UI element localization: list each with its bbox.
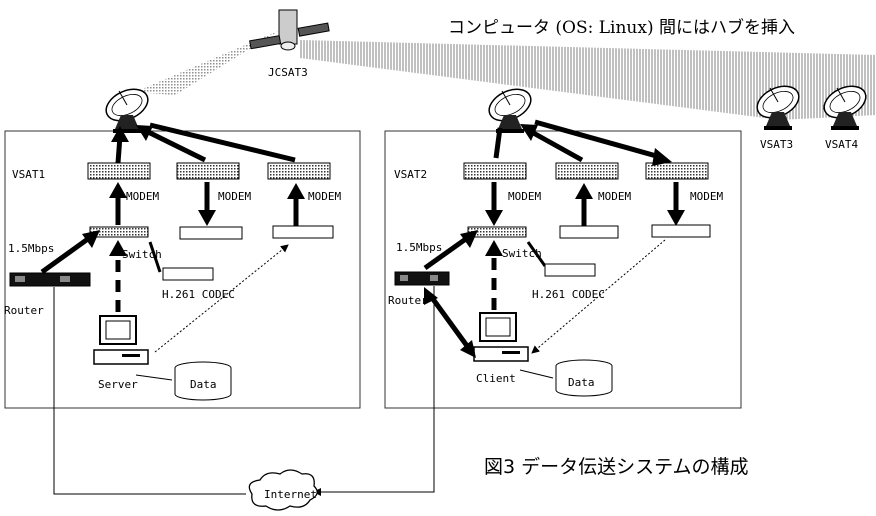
arrowhead xyxy=(575,183,593,199)
router-label: Router xyxy=(388,294,428,307)
rate-label: 1.5Mbps xyxy=(396,241,442,254)
satellite-label: JCSAT3 xyxy=(268,66,308,79)
computer-label: Server xyxy=(98,378,138,391)
link-server-data xyxy=(136,375,172,380)
arrowhead xyxy=(485,240,503,256)
codec-icon xyxy=(545,264,595,276)
link-router-client xyxy=(430,295,470,350)
arrowhead xyxy=(109,182,127,198)
rate-label: 1.5Mbps xyxy=(8,242,54,255)
remote-station-label: VSAT3 xyxy=(760,138,793,151)
link-client-data xyxy=(520,370,553,378)
header-note: コンピュータ (OS: Linux) 間にはハブを挿入 xyxy=(448,17,795,38)
link-dish-modem xyxy=(535,122,660,157)
arrowhead xyxy=(667,210,685,226)
receiver-icon xyxy=(560,226,618,238)
remote-station-label: VSAT4 xyxy=(825,138,858,151)
receiver-icon xyxy=(273,226,333,238)
data-label: Data xyxy=(568,376,595,389)
receiver-icon xyxy=(652,225,710,237)
arrowhead xyxy=(485,210,503,226)
computer-icon xyxy=(474,313,528,361)
modem-label: MODEM xyxy=(308,190,341,203)
router-label: Router xyxy=(4,304,44,317)
modem-icon xyxy=(646,163,708,179)
modem-icon xyxy=(464,163,526,179)
modem-label: MODEM xyxy=(126,190,159,203)
figure-caption: 図3 データ伝送システムの構成 xyxy=(484,456,749,478)
vsat-label: VSAT2 xyxy=(394,168,427,181)
modem-label: MODEM xyxy=(598,190,631,203)
codec-icon xyxy=(163,268,213,280)
computer-icon xyxy=(94,316,148,364)
arrowhead xyxy=(198,210,216,226)
router-port xyxy=(400,275,408,281)
modem-label: MODEM xyxy=(690,190,723,203)
modem-icon xyxy=(88,163,150,179)
codec-label: H.261 CODEC xyxy=(162,288,235,301)
modem-icon xyxy=(177,163,239,179)
modem-label: MODEM xyxy=(218,190,251,203)
internet-label: Internet xyxy=(264,488,317,501)
receiver-icon xyxy=(180,227,242,239)
computer-label: Client xyxy=(476,372,516,385)
router-port xyxy=(430,275,438,281)
modem-icon xyxy=(556,163,618,179)
arrowhead xyxy=(287,183,305,199)
link-router2-internet xyxy=(314,286,434,492)
modem-label: MODEM xyxy=(508,190,541,203)
router-port xyxy=(60,276,70,282)
data-label: Data xyxy=(190,378,217,391)
codec-label: H.261 CODEC xyxy=(532,288,605,301)
modem-icon xyxy=(268,163,330,179)
router-port xyxy=(15,276,25,282)
vsat-label: VSAT1 xyxy=(12,168,45,181)
